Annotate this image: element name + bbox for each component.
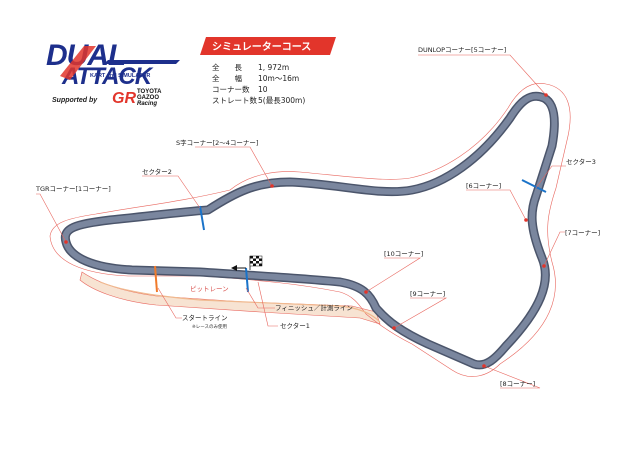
direction-arrow-icon bbox=[231, 265, 246, 271]
spec-value-length: 1, 972m bbox=[258, 63, 289, 72]
checkered-flag-icon bbox=[249, 255, 263, 270]
label-s-curve: S字コーナー[2〜4コーナー] bbox=[176, 138, 258, 147]
course-title: シミュレーターコース bbox=[212, 41, 311, 53]
label-dunlop-corner: DUNLOPコーナー[5コーナー] bbox=[418, 46, 506, 54]
logo-swoosh-icon bbox=[60, 46, 96, 80]
label-tgr-corner: TGRコーナー[1コーナー] bbox=[35, 185, 111, 193]
label-sector1: セクター1 bbox=[280, 321, 310, 330]
spec-value-width: 10m〜16m bbox=[258, 74, 299, 83]
gr-emblem-icon: GR bbox=[111, 88, 136, 107]
start-line bbox=[154, 265, 158, 293]
label-corner-9: [9コーナー] bbox=[410, 290, 445, 298]
spec-value-corners: 10 bbox=[258, 85, 268, 94]
spec-label-width: 全 幅 bbox=[212, 73, 242, 83]
pitlane-line bbox=[99, 281, 381, 323]
sponsor-line-2: GAZOO bbox=[137, 95, 159, 101]
dual-attack-logo: DUAL ATTACK KART and SIMULATOR Supported… bbox=[46, 39, 180, 107]
sector1-line bbox=[245, 267, 249, 293]
corner-markers bbox=[64, 93, 548, 368]
track-surface-fill bbox=[62, 93, 558, 368]
sponsor-line-1: TOYOTA bbox=[137, 89, 162, 95]
supported-by-text: Supported by bbox=[52, 97, 98, 104]
spec-label-length: 全 長 bbox=[212, 62, 242, 72]
logo-tagline: KART and SIMULATOR bbox=[90, 73, 150, 79]
label-pitlane: ピットレーン bbox=[190, 285, 229, 293]
label-finish-line: フィニッシュ／計測ライン bbox=[275, 303, 353, 312]
label-start-line: スタートライン bbox=[182, 313, 228, 322]
spec-label-corners: コーナー数 bbox=[212, 84, 250, 94]
label-sector2: セクター2 bbox=[142, 167, 172, 176]
gr-mark: GR bbox=[112, 90, 136, 107]
sponsor-line-3: Racing bbox=[137, 101, 157, 107]
leader-lines bbox=[36, 54, 566, 389]
label-corner-10: [10コーナー] bbox=[384, 250, 423, 258]
course-title-banner bbox=[200, 37, 336, 55]
label-corner-8: [8コーナー] bbox=[500, 380, 535, 388]
circuit-outline bbox=[49, 83, 571, 377]
sector2-line bbox=[199, 205, 205, 231]
label-sector3: セクター3 bbox=[566, 157, 596, 166]
spec-label-straights: ストレート数 bbox=[212, 95, 257, 105]
label-corner-6: [6コーナー] bbox=[466, 182, 501, 190]
label-race-only-note: ※レースのみ使用 bbox=[192, 323, 227, 330]
logo-stripe-icon bbox=[104, 60, 180, 64]
sector3-line bbox=[521, 179, 547, 193]
course-info-panel: シミュレーターコース 全 長 1, 972m 全 幅 10m〜16m コーナー数… bbox=[200, 37, 336, 105]
label-corner-7: [7コーナー] bbox=[565, 229, 600, 237]
spec-value-straights: 5(最長300m) bbox=[258, 96, 305, 105]
